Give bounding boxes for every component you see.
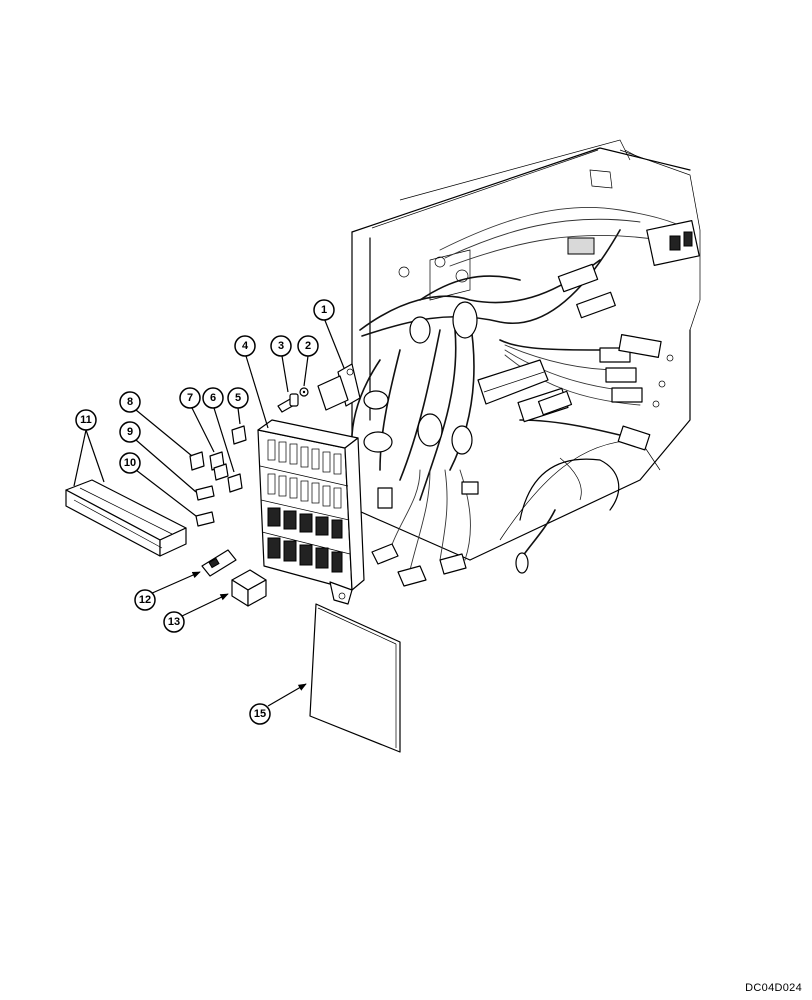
leader-lines	[73, 317, 345, 707]
svg-text:4: 4	[242, 340, 249, 352]
fuse-10	[195, 511, 215, 527]
callout-8: 8	[119, 391, 141, 413]
callout-7: 7	[179, 387, 201, 409]
svg-text:1: 1	[321, 304, 327, 316]
callout-2: 2	[297, 335, 319, 357]
callout-3: 3	[270, 335, 292, 357]
chassis-housing	[351, 139, 701, 561]
callout-6: 6	[202, 387, 224, 409]
svg-text:6: 6	[210, 392, 216, 404]
svg-text:3: 3	[278, 340, 284, 352]
relay	[231, 569, 267, 607]
diode-module	[201, 549, 237, 577]
cover-panel	[309, 603, 401, 753]
svg-text:12: 12	[139, 594, 151, 606]
fuse-5	[231, 425, 247, 445]
fuse-7	[209, 451, 229, 481]
svg-text:2: 2	[305, 340, 311, 352]
svg-text:10: 10	[124, 457, 136, 469]
callout-15: 15	[249, 703, 271, 725]
callout-9: 9	[119, 421, 141, 443]
svg-text:15: 15	[254, 708, 266, 720]
screw	[277, 393, 299, 413]
fuse-6	[227, 473, 243, 493]
fuse-9	[195, 485, 215, 501]
svg-text:9: 9	[127, 426, 133, 438]
washer	[299, 387, 309, 397]
svg-text:8: 8	[127, 396, 133, 408]
callout-11: 11	[75, 409, 97, 431]
fuse-holder-strip	[65, 479, 187, 557]
fuse-relay-box	[257, 419, 365, 605]
fuse-8	[189, 451, 205, 471]
mounting-bracket	[317, 363, 361, 411]
svg-text:11: 11	[80, 414, 92, 426]
callout-12: 12	[134, 589, 156, 611]
svg-text:5: 5	[235, 392, 241, 404]
svg-text:7: 7	[187, 392, 193, 404]
callout-10: 10	[119, 452, 141, 474]
drawing-code: DC04D024	[745, 982, 802, 994]
connector-cluster-right	[371, 220, 700, 587]
callout-1: 1	[313, 299, 335, 321]
callout-4: 4	[234, 335, 256, 357]
svg-text:13: 13	[168, 616, 180, 628]
callout-13: 13	[163, 611, 185, 633]
callout-5: 5	[227, 387, 249, 409]
